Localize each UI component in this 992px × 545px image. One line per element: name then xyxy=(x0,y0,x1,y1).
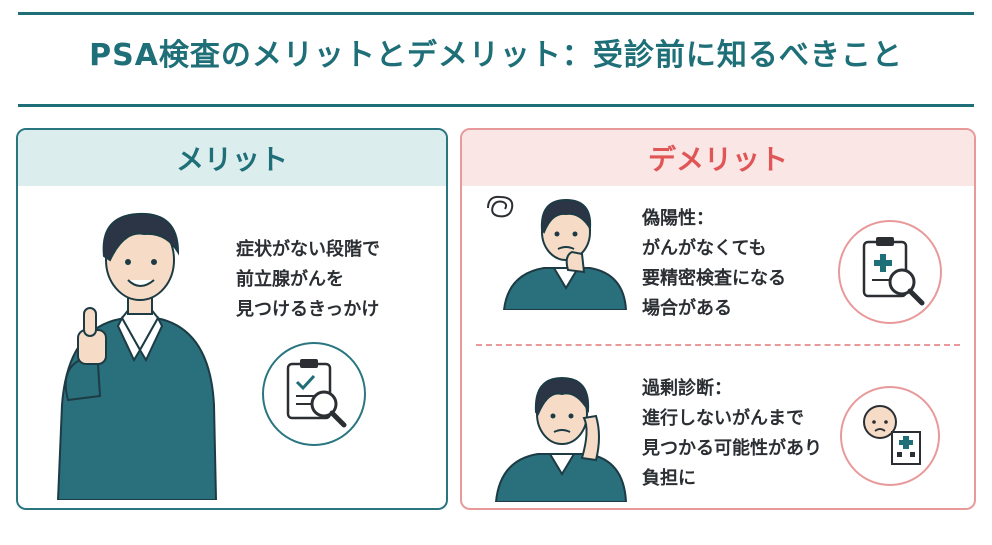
false-positive-description: 偽陽性： がんがなくても 要精密検査になる 場合がある xyxy=(642,204,786,324)
top-rule xyxy=(18,12,974,15)
page-title: PSA検査のメリットとデメリット：受診前に知るべきこと xyxy=(89,38,903,73)
man-thumbs-up-illustration xyxy=(38,200,218,500)
overdiagnosis-line: 過剰診断： xyxy=(642,378,732,399)
clipboard-checkmark-magnifier-icon xyxy=(262,342,366,446)
clipboard-medical-cross-magnifier-icon xyxy=(838,220,942,324)
merit-heading: メリット xyxy=(18,130,446,186)
overdiagnosis-description: 過剰診断： 進行しないがんまで 見つかる可能性があり 負担に xyxy=(642,374,822,494)
false-positive-line: がんがなくても xyxy=(642,238,767,259)
merit-line: 症状がない段階で xyxy=(236,239,380,260)
false-positive-line: 場合がある xyxy=(642,298,732,319)
man-worried-hand-on-chin-illustration xyxy=(500,192,630,310)
demerit-divider xyxy=(476,344,960,346)
merit-line: 前立腺がんを xyxy=(236,269,344,290)
merit-line: 見つけるきっかけ xyxy=(236,299,380,320)
merit-description: 症状がない段階で 前立腺がんを 見つけるきっかけ xyxy=(236,235,380,325)
worried-face-hospital-icon xyxy=(840,386,940,486)
overdiagnosis-line: 進行しないがんまで xyxy=(642,408,804,429)
worry-scribble-icon xyxy=(484,192,518,222)
demerit-panel: デメリット 偽陽性： がんがなくても 要精密検査になる 場合がある xyxy=(460,128,976,510)
overdiagnosis-line: 負担に xyxy=(642,468,696,489)
false-positive-line: 偽陽性： xyxy=(642,208,714,229)
overdiagnosis-line: 見つかる可能性があり xyxy=(642,438,822,459)
merit-panel: メリット 症状がない段階で 前立腺がんを 見つけるきっかけ xyxy=(16,128,448,510)
man-troubled-hand-on-cheek-illustration xyxy=(492,360,632,502)
demerit-heading: デメリット xyxy=(462,130,974,186)
false-positive-line: 要精密検査になる xyxy=(642,268,786,289)
title-underline xyxy=(18,104,974,107)
